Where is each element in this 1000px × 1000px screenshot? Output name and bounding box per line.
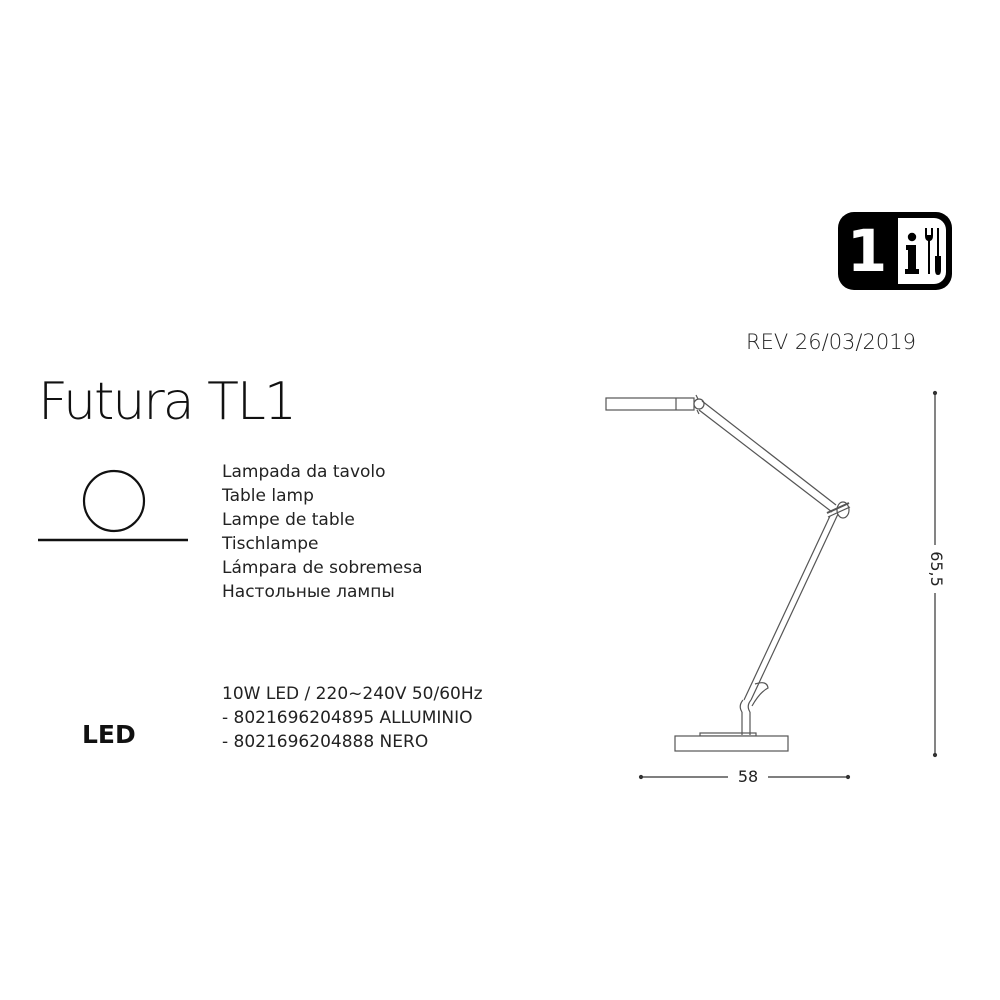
info-icon <box>905 232 919 274</box>
head-joint <box>693 394 705 415</box>
elbow-joint <box>826 501 851 519</box>
width-dimension-line <box>638 774 851 780</box>
product-name-ru: Настольные лампы <box>222 582 395 602</box>
product-name-en: Table lamp <box>222 486 314 506</box>
badge-icon-panel <box>898 218 946 284</box>
base-stem <box>741 712 751 735</box>
lamp-base <box>674 732 789 752</box>
revision-date: REV 26/03/2019 <box>746 330 916 354</box>
lamp-technical-drawing <box>590 380 970 800</box>
assembly-count: 1 <box>846 217 888 285</box>
lower-arm <box>743 513 839 701</box>
screwdriver-icon <box>935 228 941 275</box>
product-names-list: Lampada da tavolo Table lamp Lampe de ta… <box>222 460 423 604</box>
product-name-it: Lampada da tavolo <box>222 462 386 482</box>
product-name-es: Lámpara de sobremesa <box>222 558 423 578</box>
table-lamp-symbol-icon <box>36 468 190 544</box>
product-name-de: Tischlampe <box>222 534 319 554</box>
height-dimension-line <box>932 390 938 758</box>
product-specs-list: 10W LED / 220~240V 50/60Hz - 80216962048… <box>222 682 483 754</box>
assembly-info-badge: 1 <box>838 212 952 290</box>
product-title: Futura TL1 <box>38 372 297 432</box>
product-name-fr: Lampe de table <box>222 510 355 530</box>
wrench-icon <box>925 228 933 274</box>
width-dimension-value: 58 <box>728 767 768 786</box>
spec-code-black: - 8021696204888 NERO <box>222 732 429 752</box>
spec-code-aluminium: - 8021696204895 ALLUMINIO <box>222 708 473 728</box>
spec-power: 10W LED / 220~240V 50/60Hz <box>222 684 483 704</box>
height-dimension-value: 65,5 <box>925 545 947 593</box>
base-hook <box>739 682 769 713</box>
lamp-head <box>605 397 695 411</box>
upper-arm <box>698 400 837 513</box>
light-source-label: LED <box>82 720 136 749</box>
